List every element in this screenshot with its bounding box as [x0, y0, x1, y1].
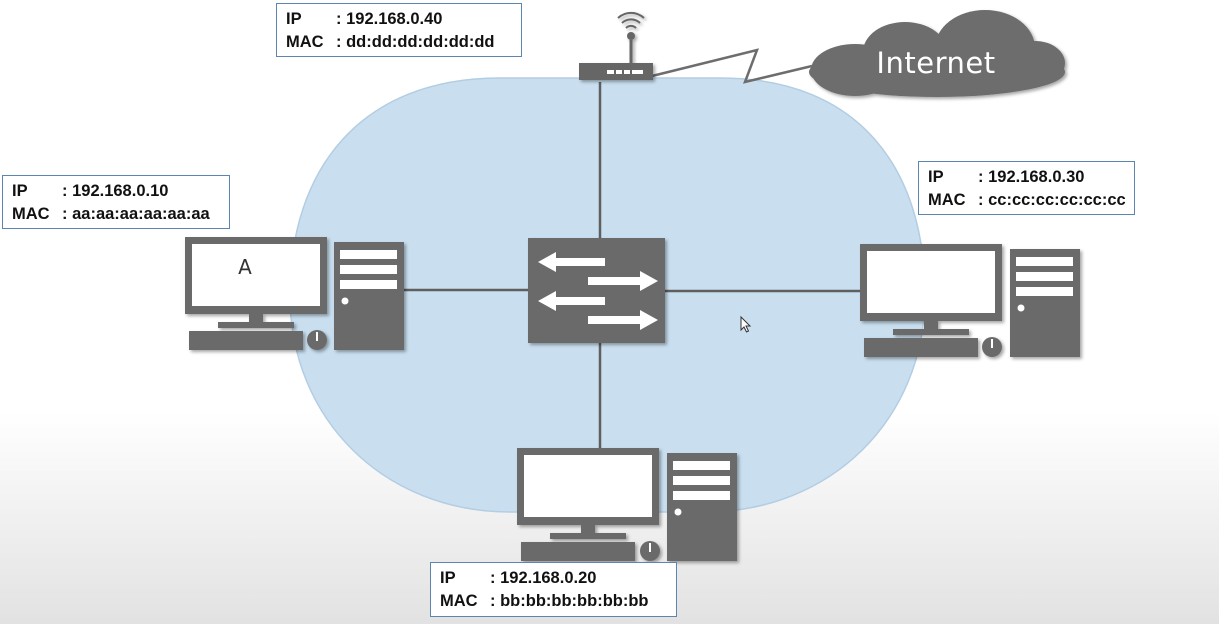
mac-label: MAC: [440, 592, 478, 610]
network-cables: [403, 82, 862, 450]
mac-label: MAC: [12, 205, 50, 223]
ip-value: 192.168.0.30: [988, 168, 1085, 186]
mac-row: MAC: aa:aa:aa:aa:aa:aa: [12, 203, 220, 226]
pc-b-icon: [517, 448, 737, 561]
pc-b-info-box: IP: 192.168.0.20 MAC: bb:bb:bb:bb:bb:bb: [430, 562, 677, 617]
ip-label: IP: [440, 569, 456, 587]
mac-value: bb:bb:bb:bb:bb:bb: [500, 592, 649, 610]
mac-label: MAC: [286, 33, 324, 51]
pc-c-info-box: IP: 192.168.0.30 MAC: cc:cc:cc:cc:cc:cc: [918, 161, 1135, 215]
mac-row: MAC: bb:bb:bb:bb:bb:bb: [440, 590, 667, 613]
arrow-right-icon: [588, 271, 658, 291]
mouse-cursor-icon: [740, 315, 752, 333]
pc-a-icon: [185, 237, 404, 350]
ip-label: IP: [286, 10, 302, 28]
ip-row: IP: 192.168.0.40: [286, 8, 512, 31]
ip-value: 192.168.0.10: [72, 182, 169, 200]
pc-a-label: A: [238, 255, 252, 279]
arrow-right-icon: [588, 310, 658, 330]
mac-label: MAC: [928, 191, 966, 209]
wan-link: [651, 48, 813, 84]
ip-row: IP: 192.168.0.30: [928, 166, 1125, 189]
router-icon: [579, 11, 653, 80]
internet-label: Internet: [876, 46, 996, 80]
ip-row: IP: 192.168.0.10: [12, 180, 220, 203]
ip-label: IP: [928, 168, 944, 186]
ip-row: IP: 192.168.0.20: [440, 567, 667, 590]
router-info-box: IP: 192.168.0.40 MAC: dd:dd:dd:dd:dd:dd: [276, 3, 522, 57]
mac-row: MAC: dd:dd:dd:dd:dd:dd: [286, 31, 512, 54]
arrow-left-icon: [538, 291, 605, 311]
arrow-left-icon: [538, 252, 605, 272]
mac-value: aa:aa:aa:aa:aa:aa: [72, 205, 210, 223]
ip-value: 192.168.0.40: [346, 10, 443, 28]
switch-icon: [528, 238, 665, 343]
mac-value: cc:cc:cc:cc:cc:cc: [988, 191, 1126, 209]
ip-label: IP: [12, 182, 28, 200]
internet-cloud: [809, 10, 1065, 97]
pc-a-info-box: IP: 192.168.0.10 MAC: aa:aa:aa:aa:aa:aa: [2, 175, 230, 229]
mac-row: MAC: cc:cc:cc:cc:cc:cc: [928, 189, 1126, 212]
mac-value: dd:dd:dd:dd:dd:dd: [346, 33, 495, 51]
pc-c-icon: [860, 244, 1080, 357]
ip-value: 192.168.0.20: [500, 569, 597, 587]
